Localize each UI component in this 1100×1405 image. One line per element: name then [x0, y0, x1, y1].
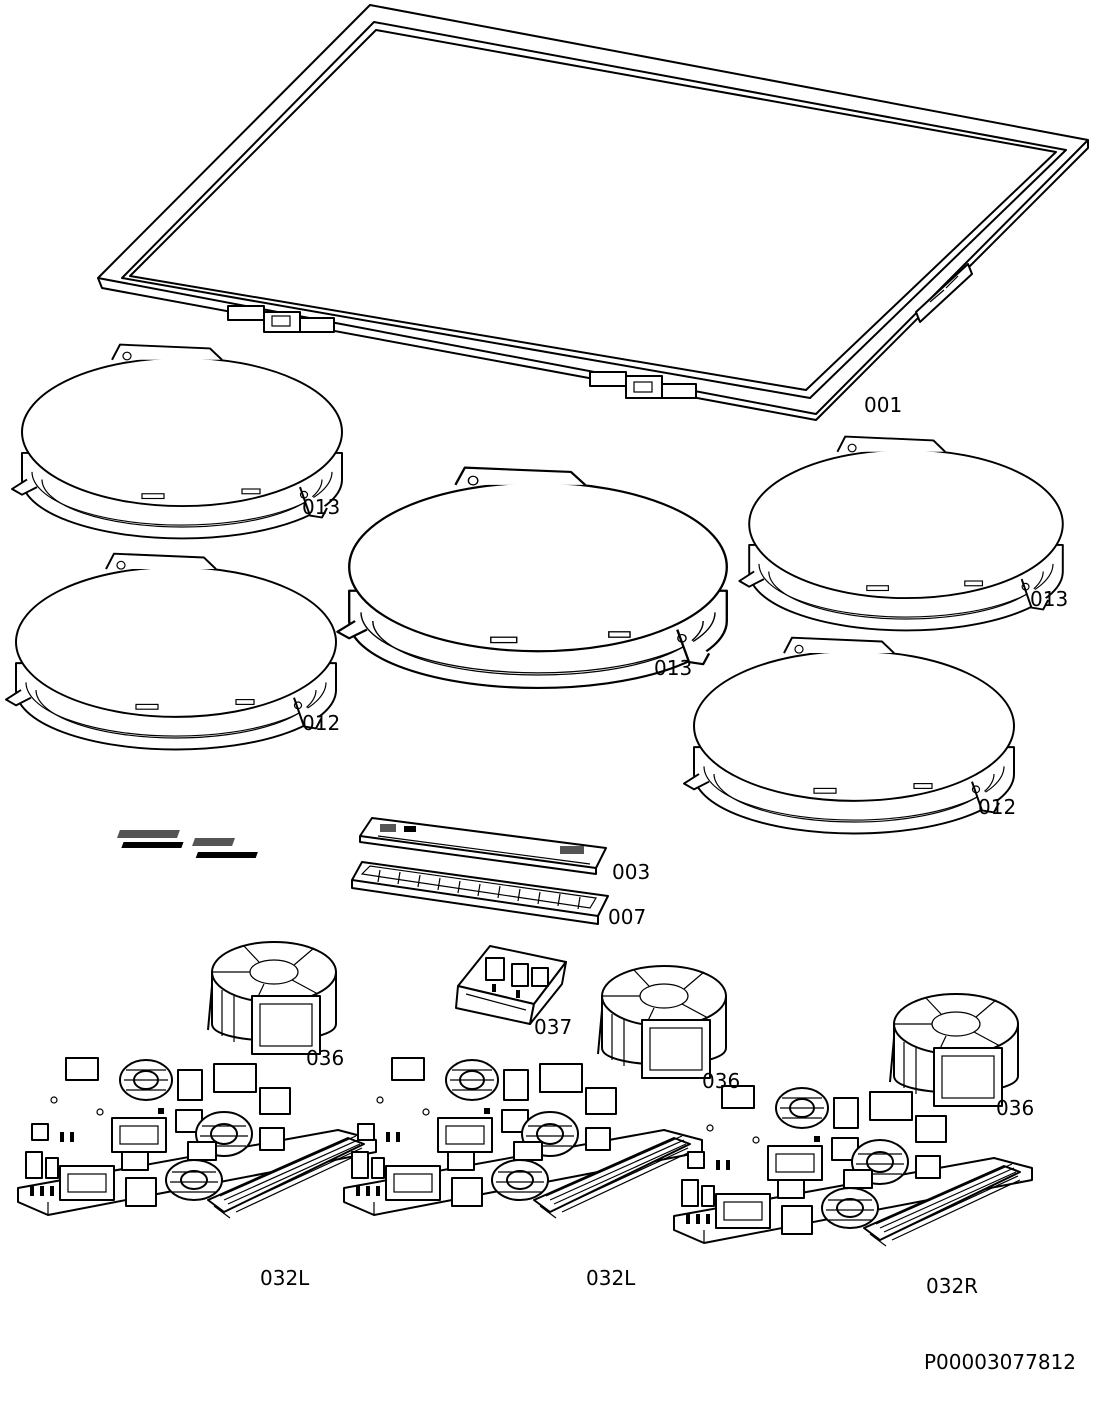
power-board-032R-right — [673, 1085, 1033, 1247]
coil-plate-013-center — [336, 466, 728, 690]
glass-frame-001 — [97, 4, 1089, 421]
control-support-007 — [351, 861, 609, 925]
fan-036-right — [889, 993, 1019, 1107]
fan-036-left — [207, 941, 337, 1055]
fan-036-middle — [597, 965, 727, 1079]
coil-plate-012-right — [683, 636, 1015, 835]
power-board-032L-middle — [343, 1057, 703, 1219]
label-board-right: 032R — [926, 1274, 979, 1298]
label-control-support: 007 — [608, 905, 647, 929]
control-board-003 — [116, 817, 607, 875]
label-board-left: 032L — [260, 1266, 310, 1290]
label-zone-top-left: 013 — [302, 495, 341, 519]
label-zone-right-bottom: 012 — [978, 795, 1017, 819]
coil-plate-013-top-left — [11, 343, 343, 540]
filter-module-037 — [455, 945, 567, 1025]
label-zone-left-bottom: 012 — [302, 711, 341, 735]
label-fan-left: 036 — [306, 1046, 345, 1070]
drawing-id: P00003077812 — [924, 1350, 1077, 1374]
label-zone-right-top: 013 — [1030, 587, 1069, 611]
label-frame: 001 — [864, 393, 903, 417]
coil-plate-013-right — [738, 435, 1064, 632]
label-filter-module: 037 — [534, 1015, 573, 1039]
label-board-middle: 032L — [586, 1266, 636, 1290]
label-fan-right: 036 — [996, 1096, 1035, 1120]
label-zone-center: 013 — [654, 656, 693, 680]
label-fan-middle: 036 — [702, 1069, 741, 1093]
coil-plate-012-left — [5, 552, 337, 751]
label-control-board: 003 — [612, 860, 651, 884]
power-board-032L-left — [17, 1057, 377, 1219]
